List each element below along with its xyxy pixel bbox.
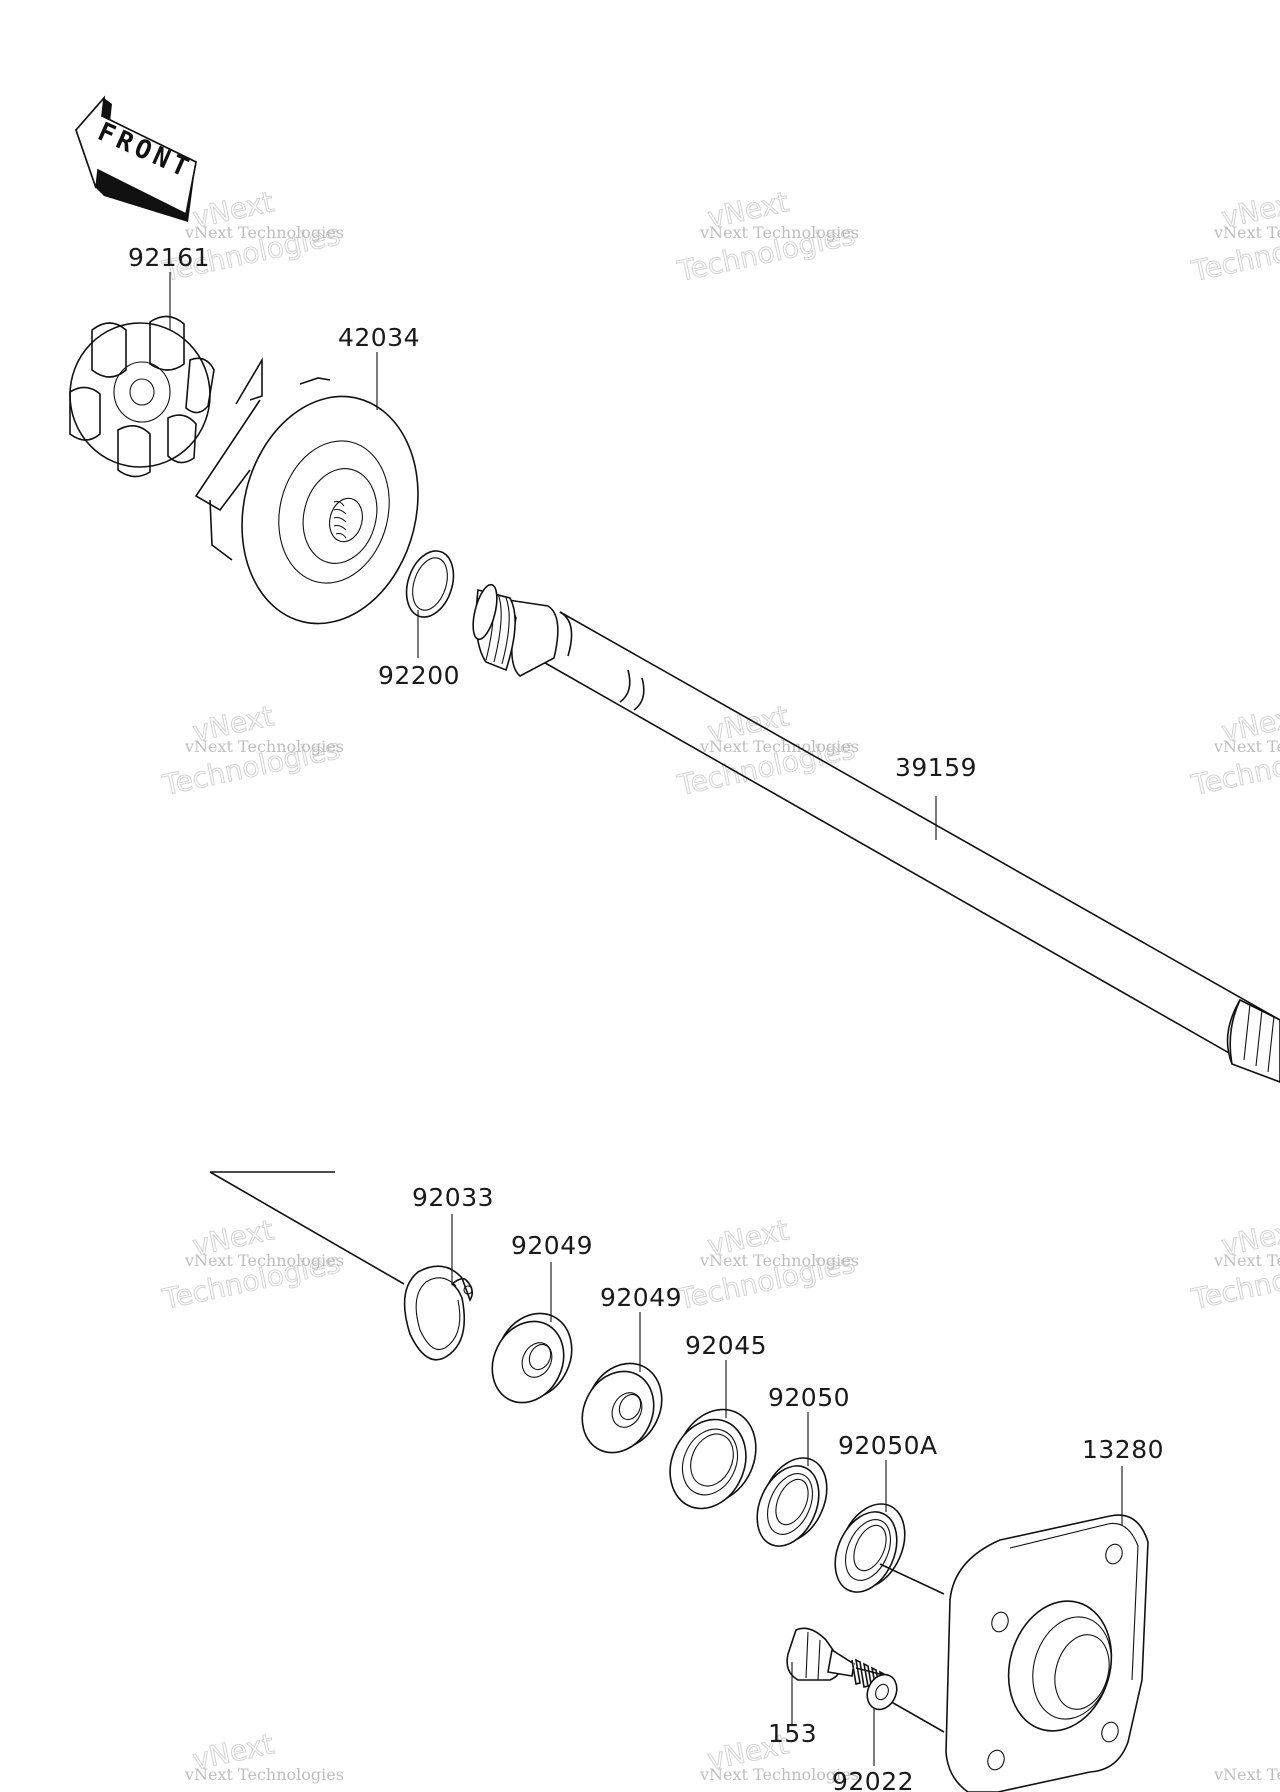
part-92045-bearing[interactable] xyxy=(656,1397,770,1521)
part-39159-drive-shaft[interactable] xyxy=(469,582,1280,1083)
svg-text:vNext Technologies: vNext Technologies xyxy=(1213,1251,1280,1270)
label-92022: 92022 xyxy=(832,1767,914,1792)
part-92161-damper[interactable] xyxy=(69,315,215,478)
watermark: vNext Technologies Technologies vNext xyxy=(674,699,859,803)
svg-text:vNext Technologies: vNext Technologies xyxy=(699,737,859,756)
svg-text:vNext Technologies: vNext Technologies xyxy=(699,1251,859,1270)
assembly-lines xyxy=(879,1563,945,1733)
part-92022-washer[interactable] xyxy=(862,1670,902,1714)
label-92200: 92200 xyxy=(378,661,460,690)
svg-text:vNext Technologies: vNext Technologies xyxy=(699,223,859,242)
label-92050: 92050 xyxy=(768,1383,850,1412)
label-92050A: 92050A xyxy=(838,1431,938,1460)
label-92033: 92033 xyxy=(412,1183,494,1212)
watermark: vNext Technologies vNext xyxy=(699,1727,859,1784)
label-13280: 13280 xyxy=(1082,1435,1164,1464)
label-92161: 92161 xyxy=(128,243,210,272)
part-92050-oil-seal[interactable] xyxy=(745,1448,839,1556)
label-92045: 92045 xyxy=(685,1331,767,1360)
part-92033-circlip[interactable] xyxy=(403,1265,474,1361)
part-92049-washer-a[interactable] xyxy=(479,1301,586,1415)
watermark: vNext Technologies Technologies vNext xyxy=(159,1213,344,1317)
watermark: vNext Technologies Technologies vNext xyxy=(674,185,859,289)
section-separator xyxy=(209,1171,405,1285)
svg-text:vNext Technologies: vNext Technologies xyxy=(184,1765,344,1784)
label-92049-b: 92049 xyxy=(600,1283,682,1312)
label-39159: 39159 xyxy=(895,753,977,782)
front-arrow-icon: F R O N T xyxy=(75,95,197,222)
svg-text:vNext Technologies: vNext Technologies xyxy=(1213,1765,1280,1784)
watermark: vNext Technologies Technologies vNext xyxy=(1188,1213,1280,1317)
svg-text:vNext Technologies: vNext Technologies xyxy=(184,1251,344,1270)
svg-text:vNext Technologies: vNext Technologies xyxy=(699,1765,859,1784)
part-labels: 92161 42034 92200 39159 92033 92049 9204… xyxy=(128,243,1164,1792)
svg-text:vNext Technologies: vNext Technologies xyxy=(184,223,344,242)
label-42034: 42034 xyxy=(338,323,420,352)
watermark: vNext Technologies vNext xyxy=(184,1727,344,1784)
watermark: vNext Technologies Technologies vNext xyxy=(159,699,344,803)
watermark: vNext Technologies Technologies vNext xyxy=(1188,185,1280,289)
part-92050A-oil-seal[interactable] xyxy=(823,1494,917,1602)
svg-text:vNext Technologies: vNext Technologies xyxy=(1213,223,1280,242)
svg-text:vNext Technologies: vNext Technologies xyxy=(184,737,344,756)
watermark: vNext Technologies xyxy=(1213,1765,1280,1784)
part-42034-impeller[interactable] xyxy=(194,357,441,642)
label-153: 153 xyxy=(768,1719,817,1748)
watermark: vNext Technologies Technologies vNext xyxy=(1188,699,1280,803)
part-13280-bearing-housing[interactable] xyxy=(945,1514,1149,1792)
svg-text:vNext Technologies: vNext Technologies xyxy=(1213,737,1280,756)
label-92049-a: 92049 xyxy=(511,1231,593,1260)
part-92200-washer[interactable] xyxy=(399,545,462,623)
part-92049-washer-b[interactable] xyxy=(569,1351,676,1465)
watermark: vNext Technologies Technologies vNext xyxy=(674,1213,859,1317)
leader-lines xyxy=(169,272,1123,1766)
